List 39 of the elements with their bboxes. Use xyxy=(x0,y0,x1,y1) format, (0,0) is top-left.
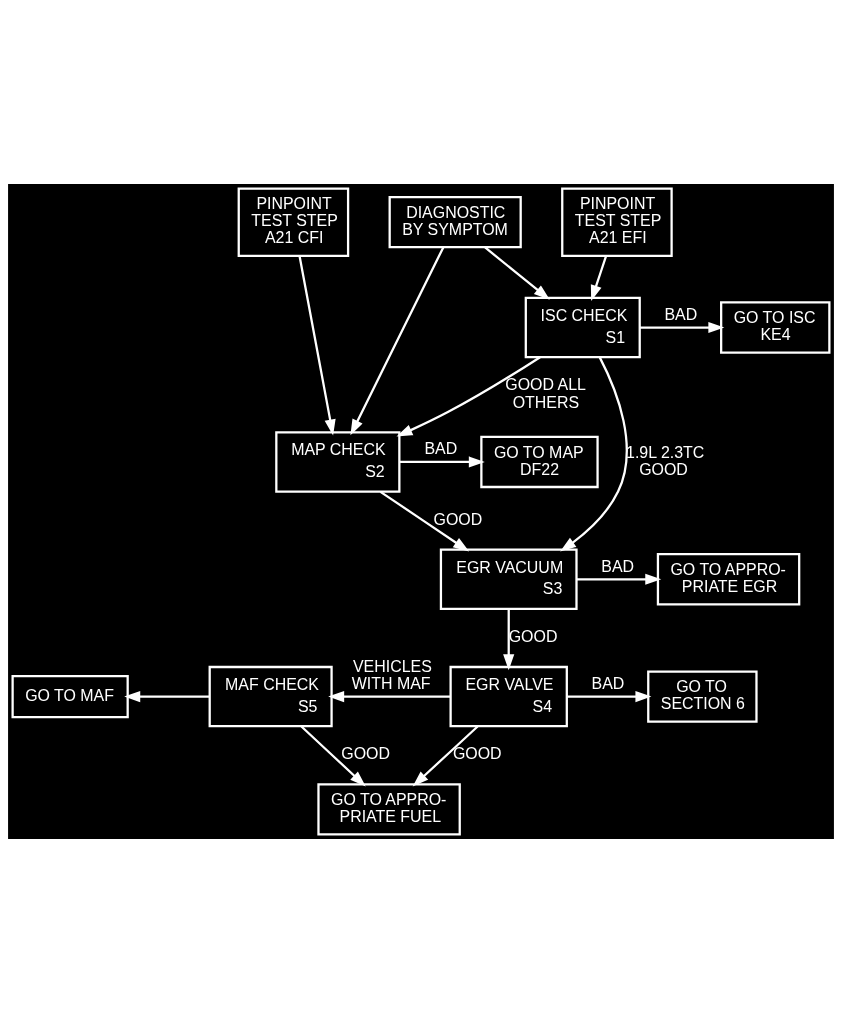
node-box: GO TO ISC KE4 xyxy=(720,300,831,354)
arrow xyxy=(412,725,479,786)
arrow xyxy=(560,356,628,552)
arrow xyxy=(399,455,485,468)
node-box: GO TO MAF xyxy=(11,674,129,718)
arrow xyxy=(396,355,541,437)
arrow xyxy=(350,246,445,435)
node-box: ISC CHECK S1 xyxy=(524,296,641,358)
arrow xyxy=(576,573,662,585)
node-box: PINPOINT TEST STEP A21 EFI xyxy=(561,186,673,257)
edge-label: GOOD xyxy=(341,744,390,762)
arrow xyxy=(566,690,652,702)
node-box: PINPOINT TEST STEP A21 CFI xyxy=(237,186,350,257)
edge-label: BAD xyxy=(591,674,625,692)
edge-label: BAD xyxy=(424,439,458,457)
arrow xyxy=(124,690,210,702)
arrow xyxy=(379,490,470,551)
arrow xyxy=(300,725,366,786)
arrow xyxy=(298,255,336,435)
node-box: DIAGNOSTIC BY SYMPTOM xyxy=(388,195,522,248)
node-box: GO TO MAP DF22 xyxy=(480,435,599,488)
node-box: EGR VALVE S4 xyxy=(449,665,568,727)
arrow xyxy=(328,690,451,702)
edge-label: GOOD xyxy=(433,510,483,528)
arrow xyxy=(503,608,515,670)
edge-label: GOOD ALL OTHERS xyxy=(505,375,586,410)
node-box: GO TO APPRO- PRIATE FUEL xyxy=(317,782,461,836)
edge-label: GOOD xyxy=(452,744,502,762)
arrow xyxy=(590,255,608,301)
arrow xyxy=(640,321,725,333)
arrow xyxy=(484,246,550,300)
edge-label: BAD xyxy=(664,305,698,323)
node-box: MAF CHECK S5 xyxy=(208,665,333,727)
edge-label: BAD xyxy=(601,557,635,575)
node-box: EGR VACUUM S3 xyxy=(439,548,578,610)
node-box: MAP CHECK S2 xyxy=(275,430,401,493)
node-box: GO TO APPRO- PRIATE EGR xyxy=(656,552,801,605)
edge-label: VEHICLES WITH MAF xyxy=(351,657,432,692)
node-box: GO TO SECTION 6 xyxy=(647,669,758,723)
